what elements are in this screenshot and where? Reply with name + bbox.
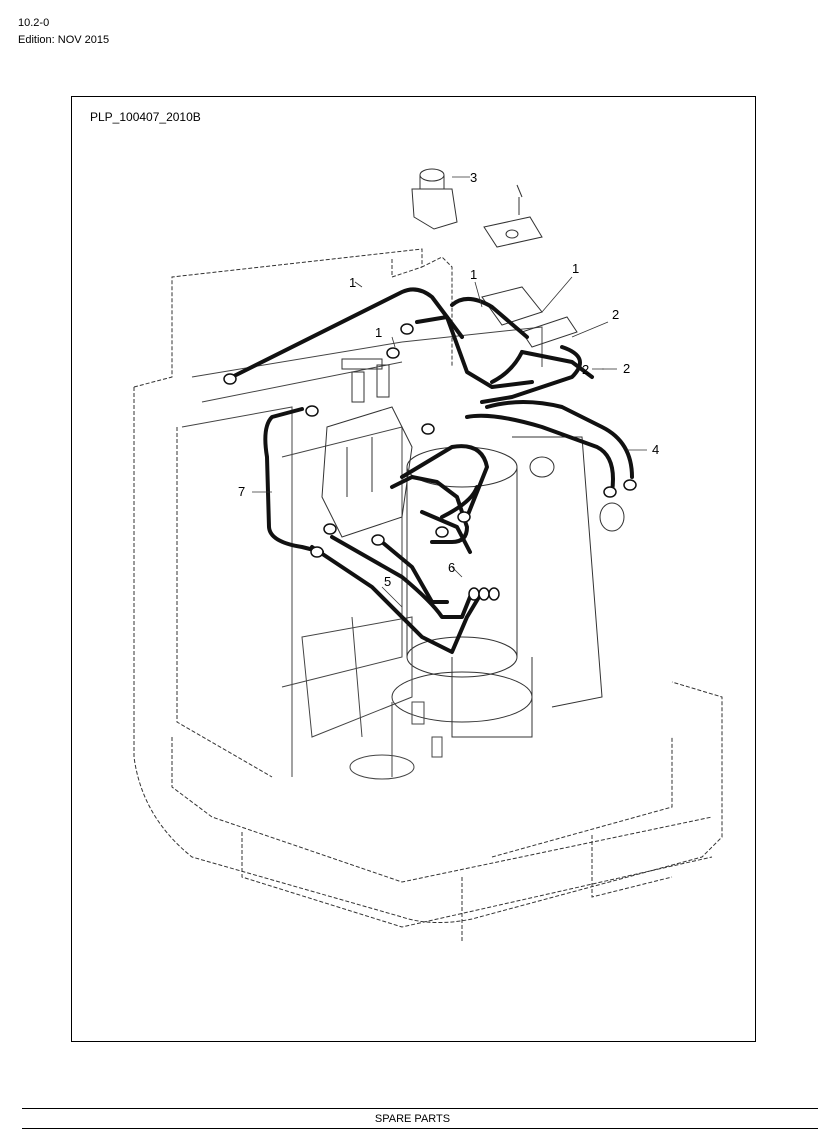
figure-frame: PLP_100407_2010B	[71, 96, 756, 1042]
footer-label: SPARE PARTS	[374, 1113, 451, 1125]
callout-2c: 2	[623, 361, 630, 376]
callout-4: 4	[652, 442, 659, 457]
callout-1d: 1	[375, 325, 382, 340]
chassis-outline	[133, 248, 723, 942]
footer-rule-bottom	[22, 1128, 818, 1129]
callout-2a: 2	[612, 307, 619, 322]
ring-terminals	[223, 323, 637, 601]
cable-harness	[230, 287, 634, 654]
callout-1c: 1	[572, 261, 579, 276]
exploded-view-illustration: 3 1 1 1 1 2 2 2 4 7 6 5	[133, 168, 723, 942]
edition-date: Edition: NOV 2015	[18, 34, 110, 46]
callout-5: 5	[384, 574, 391, 589]
section-code: 10.2-0	[18, 17, 50, 29]
footer-rule-top	[22, 1108, 818, 1109]
panel-lines	[181, 326, 543, 777]
motor-body	[391, 436, 625, 738]
callout-1b: 1	[470, 267, 477, 282]
callout-1a: 1	[349, 275, 356, 290]
callout-7: 7	[238, 484, 245, 499]
callout-2b: 2	[582, 362, 589, 377]
drawing-id: PLP_100407_2010B	[90, 110, 201, 124]
callout-6: 6	[448, 560, 455, 575]
callout-3: 3	[470, 170, 477, 185]
leader-lines	[252, 176, 647, 608]
valve-block	[321, 358, 413, 538]
base-plate	[301, 616, 443, 780]
